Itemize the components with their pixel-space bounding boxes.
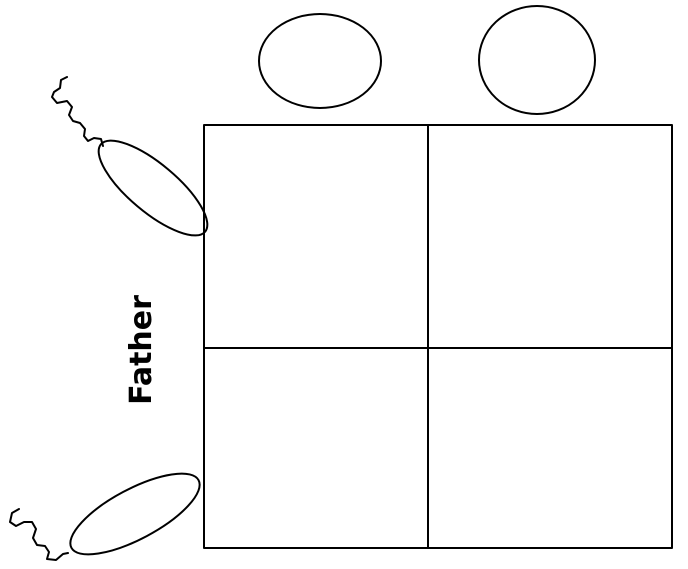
- upper-sperm-head[interactable]: [85, 126, 220, 250]
- top-gamete-circle-right[interactable]: [479, 6, 595, 114]
- father-label: Father: [124, 295, 159, 405]
- lower-sperm-head[interactable]: [60, 458, 211, 569]
- lower-sperm-gamete: [10, 458, 210, 569]
- grid-cell-bottom-left[interactable]: [205, 349, 427, 547]
- grid-cell-top-right[interactable]: [429, 126, 671, 347]
- punnett-grid: [204, 125, 672, 548]
- upper-sperm-tail: [52, 77, 103, 146]
- top-gamete-circle-left[interactable]: [259, 14, 381, 108]
- grid-cell-bottom-right[interactable]: [429, 349, 671, 547]
- grid-cell-top-left[interactable]: [205, 126, 427, 347]
- upper-sperm-gamete: [52, 77, 221, 250]
- lower-sperm-tail: [10, 509, 68, 560]
